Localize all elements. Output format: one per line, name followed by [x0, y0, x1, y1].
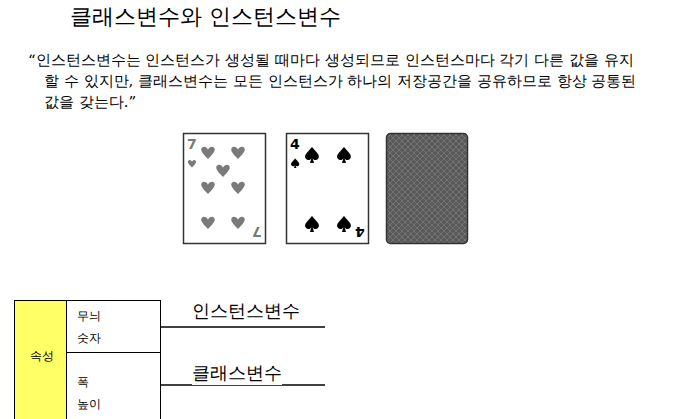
title: 클래스변수와 인스턴스변수: [70, 2, 341, 32]
attribute-cell: 폭높이: [66, 352, 161, 419]
heart-pips: [188, 147, 245, 229]
variable-label: 인스턴스변수: [192, 299, 300, 323]
attribute-name: 폭: [77, 371, 152, 393]
card-outline: [184, 134, 266, 244]
quote-text: “인스턴스변수는 인스턴스가 생성될 때마다 생성되므로 인스턴스마다 각기 다…: [28, 50, 648, 113]
spade-pips: [291, 147, 351, 232]
card-rank: 7: [187, 136, 197, 152]
card-rank: 4: [290, 136, 300, 152]
header-text: 속성: [25, 345, 58, 367]
attribute-name: 무늬: [77, 305, 152, 327]
attribute-cell: 무늬숫자: [66, 300, 161, 354]
card-outline: [287, 134, 369, 244]
attribute-name: 숫자: [77, 327, 152, 349]
header-cell: 속성: [14, 300, 67, 419]
variable-label: 클래스변수: [192, 361, 282, 385]
card-rank: 7: [252, 224, 262, 240]
card-rank: 4: [355, 224, 365, 240]
leader-line: [160, 326, 325, 328]
card-back: [387, 134, 468, 244]
attribute-name: 높이: [77, 393, 152, 415]
